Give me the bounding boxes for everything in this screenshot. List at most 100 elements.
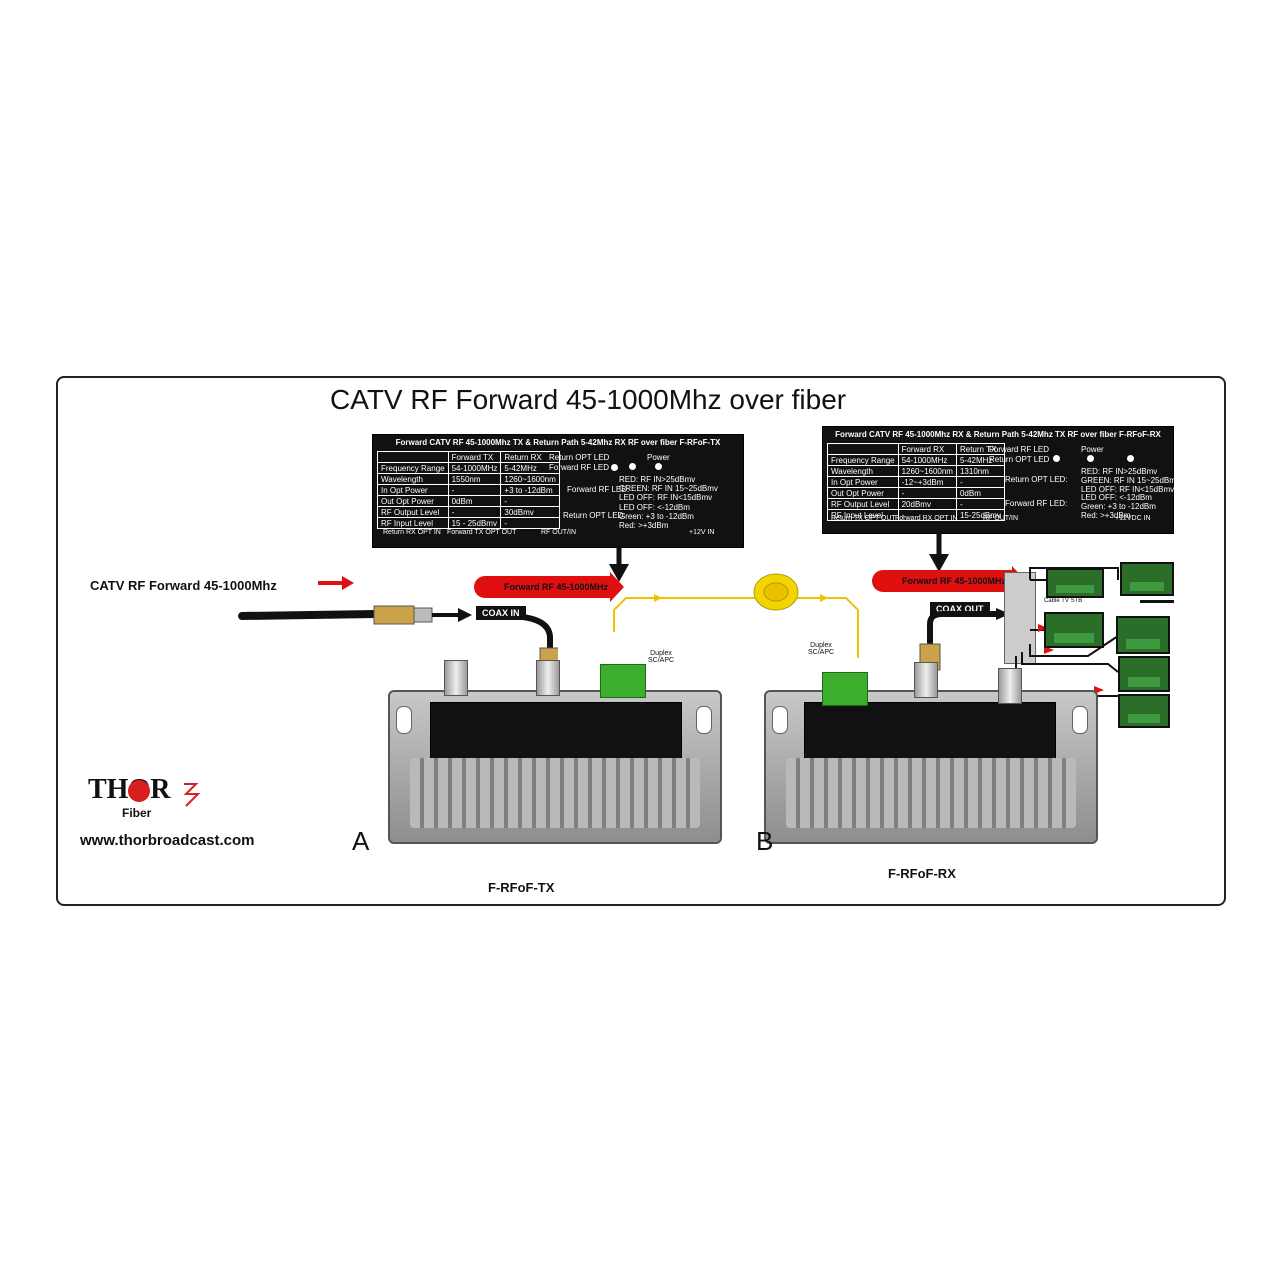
stb-box bbox=[1140, 600, 1174, 603]
mount-slot bbox=[696, 706, 712, 734]
table-cell: - bbox=[447, 484, 502, 496]
coax-out-cable bbox=[919, 608, 1010, 671]
tx-port-label: Forward TX OPT OUT bbox=[447, 529, 517, 536]
table-cell: Frequency Range bbox=[377, 462, 449, 474]
rx-return-led-desc-0: RED: RF IN>25dBmv bbox=[1081, 467, 1158, 476]
table-row: Forward TX Return RX bbox=[377, 451, 560, 463]
tx-return-led-desc-0: LED OFF: <-12dBm bbox=[619, 503, 690, 512]
table-cell: Forward TX bbox=[447, 451, 502, 463]
tx-return-opt-led-label: Return OPT LED bbox=[549, 453, 610, 462]
tx-return-led-desc-1: Green: +3 to -12dBm bbox=[619, 512, 694, 521]
rx-forward-rf-led-label: Forward RF LED bbox=[989, 445, 1050, 454]
mount-slot bbox=[772, 706, 788, 734]
duplex-text: Duplex bbox=[650, 650, 672, 657]
fiber-link bbox=[613, 573, 859, 658]
website-url: www.thorbroadcast.com bbox=[80, 832, 255, 849]
tx-forward-led-desc-0: RED: RF IN>25dBmv bbox=[619, 475, 696, 484]
logo-sub: Fiber bbox=[122, 806, 152, 820]
duplex-text: SC/APC bbox=[648, 657, 675, 664]
table-cell: 54-1000MHz bbox=[897, 454, 957, 466]
rx-spec-table: Forward RX Return TX Frequency Range 54-… bbox=[827, 443, 1005, 521]
table-cell: Wavelength bbox=[827, 465, 899, 477]
tx-spec-panel: Forward CATV RF 45-1000Mhz TX & Return P… bbox=[372, 434, 744, 548]
device-b-label-panel bbox=[804, 702, 1056, 762]
small-red-arrow bbox=[318, 576, 354, 590]
table-cell: 1260~1600nm bbox=[500, 473, 560, 485]
device-a-rf-connector bbox=[536, 660, 560, 696]
tv-screen bbox=[1044, 612, 1104, 648]
duplex-text: Duplex bbox=[810, 642, 832, 649]
led-icon bbox=[655, 463, 662, 470]
globe-icon bbox=[128, 780, 150, 802]
duplex-left-label: Duplex SC/APC bbox=[648, 650, 674, 664]
device-a-heatsink bbox=[410, 758, 700, 828]
rx-return-led-desc-1: GREEN: RF IN 15~25dBmv bbox=[1081, 476, 1180, 485]
tx-power-label: Power bbox=[647, 453, 670, 462]
tx-port-label: Return RX OPT IN bbox=[383, 529, 441, 536]
table-cell bbox=[827, 443, 899, 455]
duplex-text: SC/APC bbox=[808, 649, 835, 656]
table-cell: RF Output Level bbox=[377, 506, 449, 518]
tx-forward-led-desc-1: GREEN: RF IN 15~25dBmv bbox=[619, 484, 718, 493]
thor-fiber-logo: THOR Fiber bbox=[88, 774, 201, 824]
device-b-letter: B bbox=[756, 826, 774, 856]
rx-return-opt-led-title: Return OPT LED: bbox=[1005, 475, 1068, 484]
table-cell: 20dBmv bbox=[897, 498, 957, 510]
led-icon bbox=[611, 464, 619, 472]
table-row: Frequency Range 54-1000MHz 5-42MHz bbox=[377, 462, 560, 474]
led-label-text: Forward RF LED bbox=[549, 463, 610, 472]
device-b-connector bbox=[998, 668, 1022, 704]
rx-forward-rf-led-title: Forward RF LED: bbox=[1005, 499, 1068, 508]
table-row: Wavelength 1260~1600nm 1310nm bbox=[827, 465, 1005, 477]
table-row: RF Input Level 15 - 25dBmv - bbox=[377, 517, 560, 529]
tx-forward-rf-arrow: Forward RF 45-1000MHz bbox=[474, 572, 624, 602]
tv-screen bbox=[1118, 694, 1170, 728]
tv-screen bbox=[1118, 656, 1170, 692]
table-row: Out Opt Power - 0dBm bbox=[827, 487, 1005, 499]
table-cell: 30dBmv bbox=[500, 506, 560, 518]
rx-spec-panel: Forward CATV RF 45-1000Mhz RX & Return P… bbox=[822, 426, 1180, 534]
led-icon bbox=[1127, 455, 1134, 462]
mount-slot bbox=[1072, 706, 1088, 734]
tx-panel-title: Forward CATV RF 45-1000Mhz TX & Return P… bbox=[395, 438, 721, 447]
table-row: Out Opt Power 0dBm - bbox=[377, 495, 560, 507]
mount-slot bbox=[396, 706, 412, 734]
table-cell: Forward RX bbox=[897, 443, 957, 455]
table-cell: - bbox=[500, 495, 560, 507]
diagram-title: CATV RF Forward 45-1000Mhz over fiber bbox=[330, 384, 847, 415]
tx-port-label: RF OUT/IN bbox=[541, 529, 576, 536]
device-a-sc-apc-port bbox=[600, 664, 646, 698]
rx-panel-title: Forward CATV RF 45-1000Mhz RX & Return P… bbox=[835, 430, 1161, 439]
table-row: RF Output Level 20dBmv - bbox=[827, 498, 1005, 510]
catv-forward-label: CATV RF Forward 45-1000Mhz bbox=[90, 578, 277, 593]
rx-port-label: +12VDC IN bbox=[1115, 515, 1151, 522]
table-cell: In Opt Power bbox=[377, 484, 449, 496]
table-cell: 1260~1600nm bbox=[897, 465, 957, 477]
led-icon bbox=[1053, 455, 1060, 462]
tx-port-label: +12V IN bbox=[689, 529, 715, 536]
rx-forward-led-desc-0: LED OFF: <-12dBm bbox=[1081, 493, 1152, 502]
table-row: In Opt Power -12~+3dBm - bbox=[827, 476, 1005, 488]
cable-tv-stb-label: Cable TV STB bbox=[1044, 598, 1083, 604]
lightning-icon bbox=[183, 783, 201, 807]
table-cell: 54-1000MHz bbox=[447, 462, 502, 474]
table-cell: 0dBm bbox=[955, 487, 1005, 499]
table-row: RF Output Level - 30dBmv bbox=[377, 506, 560, 518]
tv-screen bbox=[1046, 568, 1104, 598]
table-cell: RF Output Level bbox=[827, 498, 899, 510]
device-a-name: F-RFoF-TX bbox=[488, 880, 555, 895]
table-cell: - bbox=[500, 517, 560, 529]
table-cell: In Opt Power bbox=[827, 476, 899, 488]
table-cell bbox=[377, 451, 449, 463]
table-row: Wavelength 1550nm 1260~1600nm bbox=[377, 473, 560, 485]
table-cell: - bbox=[897, 487, 957, 499]
rx-port-label: RF OUT/IN bbox=[983, 515, 1018, 522]
device-b-body bbox=[764, 690, 1098, 844]
rx-port-label: Return TX OPT OUT bbox=[831, 515, 896, 522]
table-cell: Out Opt Power bbox=[377, 495, 449, 507]
table-cell: - bbox=[897, 509, 957, 521]
tx-forward-rf-led-title: Forward RF LED: bbox=[567, 485, 630, 494]
device-b-rf-connector bbox=[914, 662, 938, 698]
tx-forward-led-desc-2: LED OFF: RF IN<15dBmv bbox=[619, 493, 713, 502]
device-a-label-panel bbox=[430, 702, 682, 762]
